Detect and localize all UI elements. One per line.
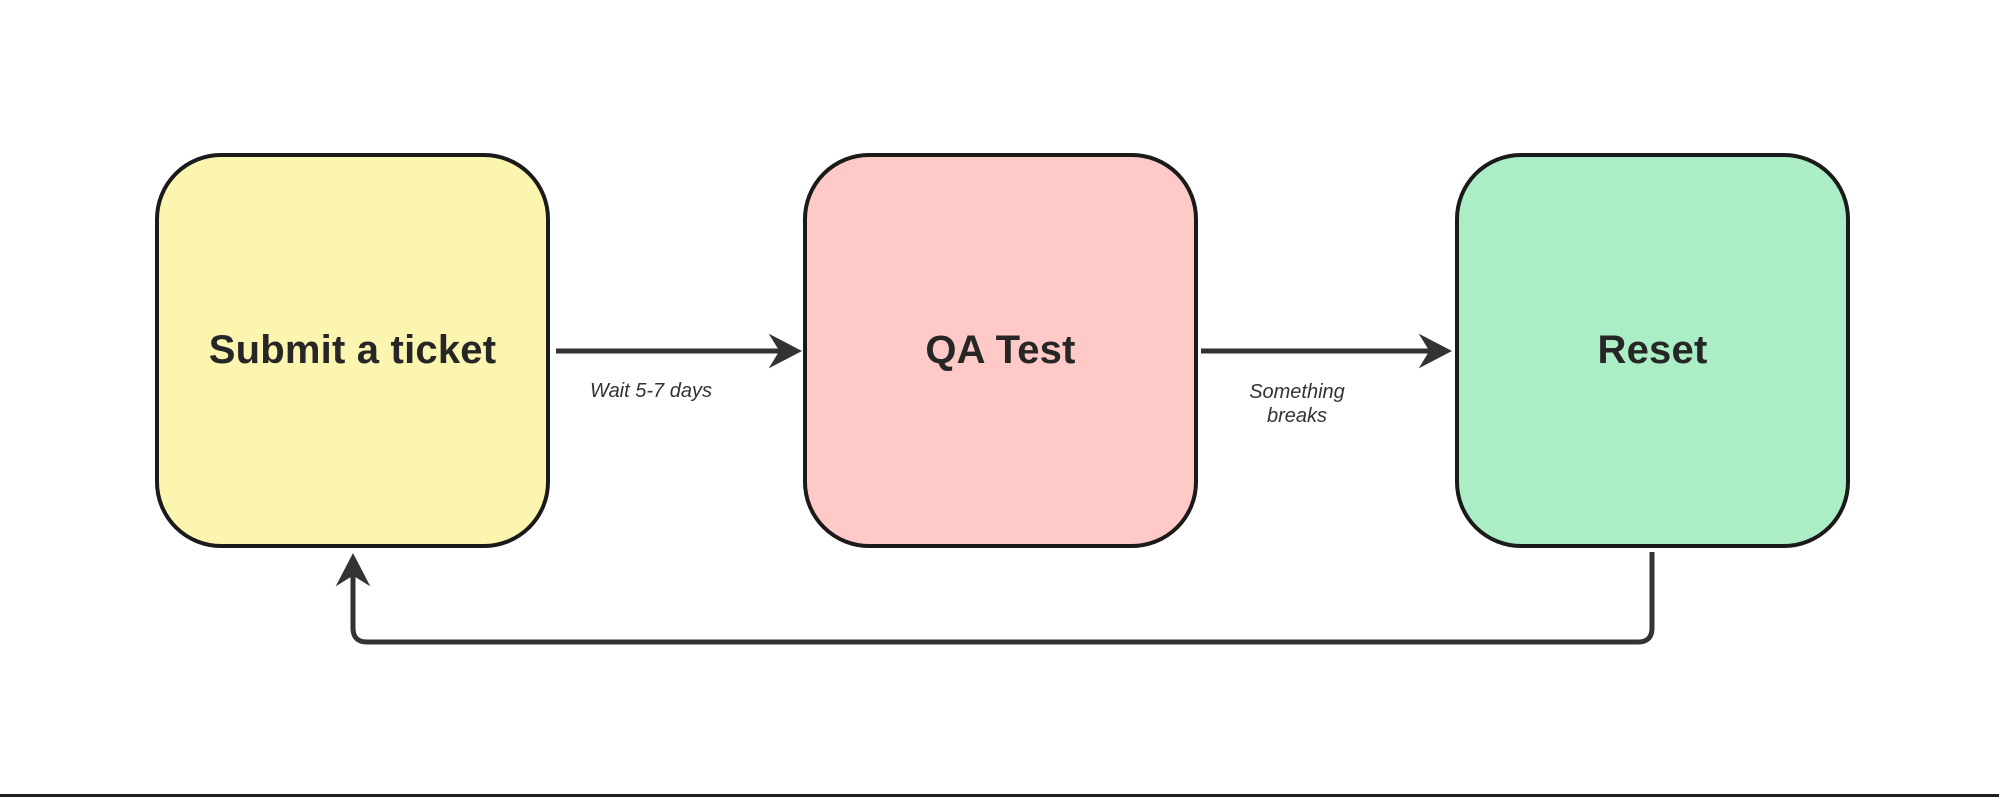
node-label-qa-test: QA Test: [925, 328, 1076, 372]
edge-reset-to-submit: [335, 552, 1655, 645]
node-reset[interactable]: Reset: [1455, 153, 1850, 548]
bottom-divider: [0, 794, 1999, 797]
node-submit-a-ticket[interactable]: Submit a ticket: [155, 153, 550, 548]
node-label-reset: Reset: [1597, 328, 1708, 372]
node-qa-test[interactable]: QA Test: [803, 153, 1198, 548]
edge-label-something-breaks: Something breaks: [1249, 381, 1345, 427]
edge-label-wait-5-7-days: Wait 5-7 days: [590, 380, 712, 402]
node-label-submit-a-ticket: Submit a ticket: [208, 328, 497, 372]
